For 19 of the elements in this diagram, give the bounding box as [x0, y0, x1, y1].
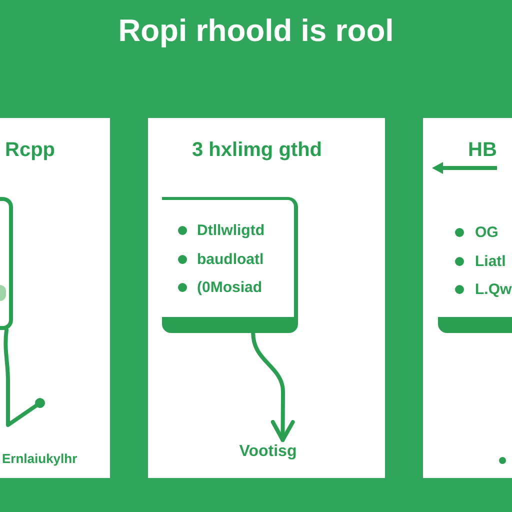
arrow [251, 331, 295, 442]
panel-card [423, 118, 512, 478]
list-item: baudloatl [197, 250, 264, 270]
title: Ropi rhoold is rool [118, 12, 394, 50]
caption-text: Vootisg [233, 440, 303, 464]
panel-card [148, 118, 385, 478]
list-item: L.Qw [475, 280, 512, 300]
list-item: OG [475, 223, 498, 243]
list-box [162, 197, 298, 333]
panel-heading: Rcpp [5, 138, 55, 163]
list-item: (0Mosiad [197, 278, 262, 298]
rounded-frame [0, 197, 13, 330]
connector-line [4, 328, 45, 427]
caption-text: Ernlaiukylhr [2, 450, 78, 467]
panel-card [0, 118, 110, 478]
panel-heading: HB [468, 138, 497, 163]
list-item: Dtllwligtd [197, 221, 264, 241]
list-item: Liatl [475, 252, 506, 272]
panel-heading: 3 hxlimg gthd [192, 138, 322, 163]
